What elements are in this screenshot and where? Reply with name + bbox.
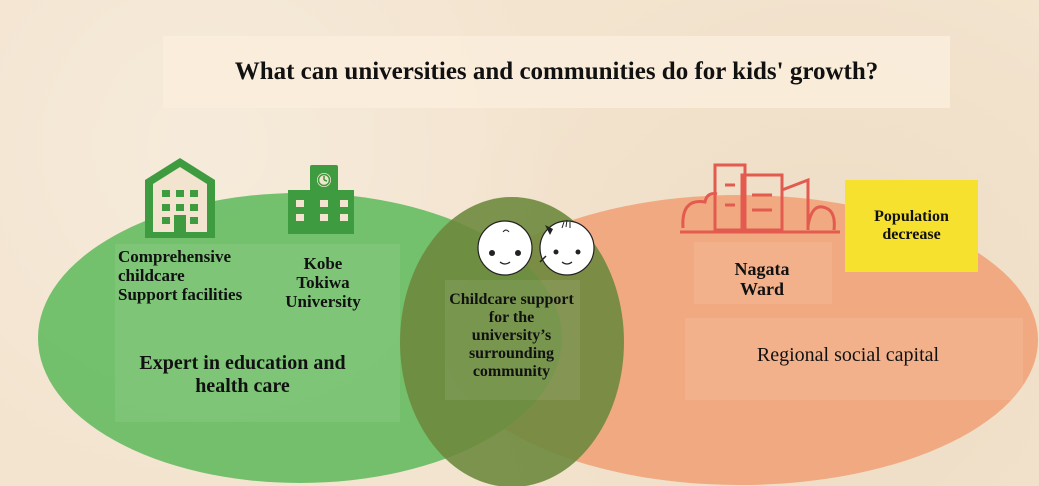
overlap-text-panel [445, 280, 580, 400]
population-note: Population decrease [845, 180, 978, 272]
page-title: What can universities and communities do… [234, 58, 879, 85]
left-text-panel [115, 244, 400, 422]
ward-label: Nagata Ward [734, 259, 790, 300]
university-icon [288, 165, 354, 234]
kids-icon [477, 219, 595, 276]
childcare-facility-icon [145, 158, 215, 238]
city-icon [680, 163, 840, 234]
capital-text-panel [685, 318, 1023, 400]
capital-label: Regional social capital [756, 344, 940, 366]
ward-text-panel [694, 242, 832, 304]
expert-label: Expert in education and health care [139, 352, 346, 397]
facility-label: Comprehensive childcare Support faciliti… [118, 247, 243, 305]
overlap-label: Childcare support for the university’s s… [449, 291, 574, 381]
title-box: What can universities and communities do… [163, 36, 950, 108]
university-label: Kobe Tokiwa University [285, 254, 361, 312]
population-note-text: Population decrease [874, 207, 949, 243]
